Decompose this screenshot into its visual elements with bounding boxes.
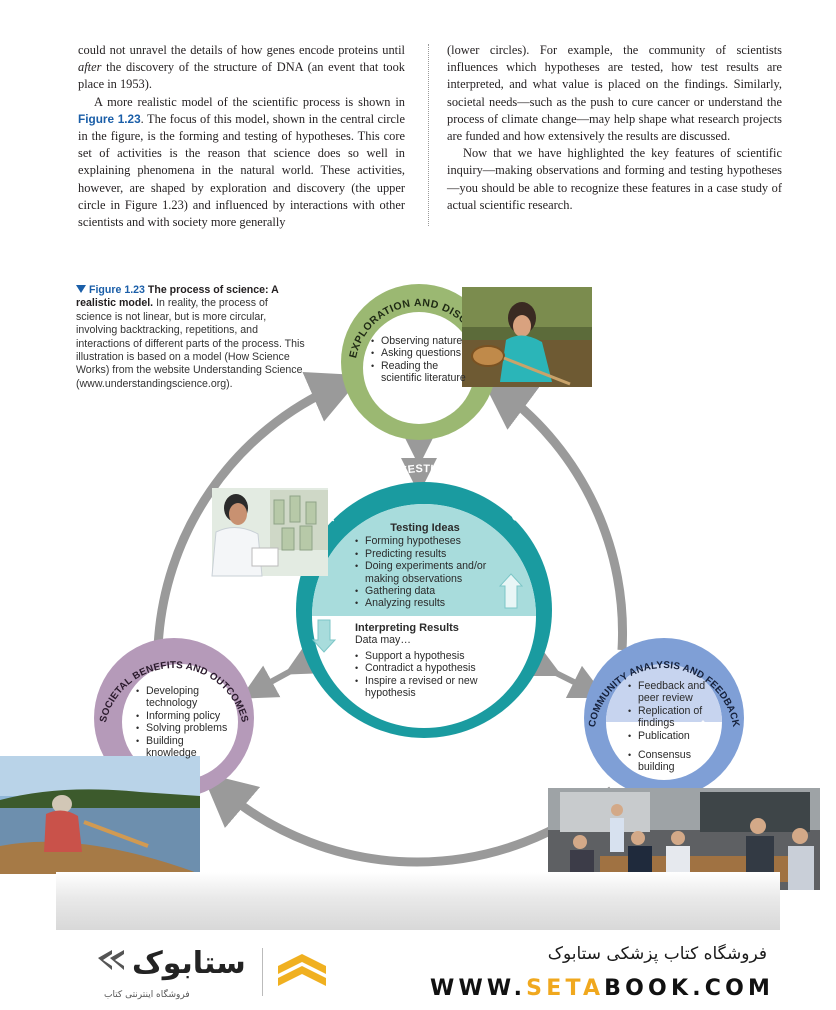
interpreting-item: Inspire a revised or new hypothesis [355,675,495,700]
exploration-item: Observing nature [371,335,475,348]
footer-website-link[interactable]: WWW.SETABOOK.COM [430,976,775,1001]
interpreting-heading: Interpreting Results [355,622,459,634]
logo-tagline: فروشگاه اینترنتی کتاب [104,990,190,1000]
societal-item: Building knowledge [136,735,228,760]
paragraph-2: A more realistic model of the scientific… [78,94,405,230]
photo-field-researcher [462,287,592,387]
community-item: Publication [628,730,718,743]
cycle-up-arrow-icon [498,573,524,609]
setabook-logo [92,944,342,1000]
caption-text: In reality, the process of science is no… [76,297,305,390]
column-divider [428,44,429,226]
connector-center-left [240,641,325,699]
figure-caption: Figure 1.23 The process of science: A re… [76,284,306,391]
testing-item: Forming hypotheses [355,535,495,548]
exploration-item: Reading the scientific literature [371,360,475,385]
exploration-list: Observing nature Asking questions Readin… [371,335,475,385]
paragraph-4: Now that we have highlighted the key fea… [447,146,782,212]
body-column-left: could not unravel the details of how gen… [78,42,405,231]
testing-item: Doing experiments and/or making observat… [355,560,495,585]
societal-item: Solving problems [136,722,228,735]
testing-item: Analyzing results [355,597,495,610]
community-item: Replication of findings [628,705,718,730]
caption-triangle-icon [76,285,86,293]
interpreting-results-block: Interpreting Results Data may… Support a… [355,622,495,699]
ring-arrow-top-right [480,375,627,651]
societal-item: Developing technology [136,685,228,710]
caption-number: Figure 1.23 [89,284,145,296]
community-list-lower: Consensus building [628,749,708,774]
figure-reference[interactable]: Figure 1.23 [78,111,141,126]
societal-item: Informing policy [136,710,228,723]
paragraph-3: (lower circles). For example, the commun… [447,43,782,144]
logo-chevrons-icon [98,950,326,986]
interpreting-item: Support a hypothesis [355,650,495,663]
body-column-right: (lower circles). For example, the commun… [447,42,782,214]
logo-wordmark: ستابوک [132,946,246,981]
testing-item: Predicting results [355,548,495,561]
paragraph-1: could not unravel the details of how gen… [78,43,405,92]
societal-list: Developing technology Informing policy S… [136,685,228,759]
footer-persian-text: فروشگاه کتاب پزشکی ستابوک [547,944,767,964]
connector-center-right [521,643,607,699]
testing-item: Gathering data [355,585,495,598]
logo-separator [262,948,263,996]
caption-title: The process of science: A realistic mode… [76,284,279,310]
testing-ideas-block: Testing Ideas Forming hypotheses Predict… [355,522,495,610]
community-list-upper: Feedback and peer review Replication of … [628,680,718,742]
interpreting-subheading: Data may… [355,634,411,647]
ring-arrow-top-left [153,372,363,649]
cycle-down-arrow-icon [311,619,337,653]
interpreting-item: Contradict a hypothesis [355,662,495,675]
photo-canoe [0,756,200,874]
community-item: Feedback and peer review [628,680,718,705]
photo-lab-scientist [211,488,328,577]
testing-ideas-heading: Testing Ideas [390,522,460,534]
connector-arrows [240,430,607,699]
community-item: Consensus building [628,749,708,774]
figure-shadow-band [56,872,780,930]
exploration-item: Asking questions [371,347,475,360]
